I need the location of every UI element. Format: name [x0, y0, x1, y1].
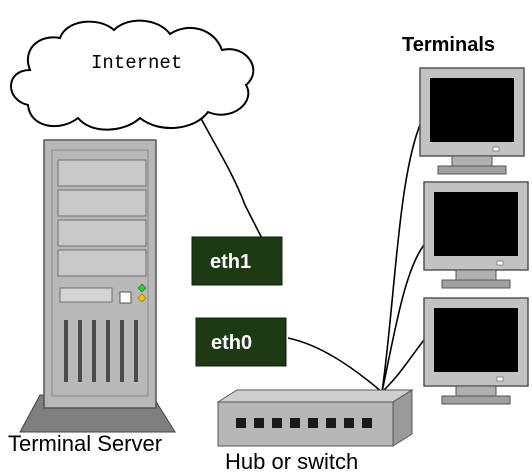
- hub-switch-label: Hub or switch: [225, 449, 359, 474]
- wire-hub-terminal-3: [381, 339, 425, 393]
- terminal-1: [419, 67, 525, 175]
- terminals-label: Terminals: [402, 34, 495, 56]
- hub-port-4: [290, 418, 300, 428]
- terminal-2-screen: [434, 192, 518, 256]
- internet-cloud: Internet: [10, 19, 255, 131]
- terminal-server: [19, 139, 176, 433]
- hub-port-8: [362, 418, 372, 428]
- hub-port-6: [326, 418, 336, 428]
- hub-top: [216, 389, 414, 403]
- terminal-2: [423, 181, 529, 289]
- terminal-3-screen: [434, 308, 518, 372]
- internet-label: Internet: [91, 52, 182, 74]
- hub-port-1: [236, 418, 246, 428]
- wire-eth0-hub: [287, 337, 383, 393]
- power-button: [119, 291, 132, 304]
- wire-internet-eth1: [191, 99, 269, 251]
- floppy-slot: [59, 287, 113, 303]
- eth1-label: eth1: [210, 251, 251, 273]
- terminal-1-screen: [430, 78, 514, 142]
- green-led: [137, 283, 147, 293]
- wire-hub-terminal-2: [381, 244, 425, 393]
- drive-bay-4: [57, 249, 147, 277]
- eth0-label: eth0: [211, 332, 252, 354]
- eth1-interface: eth1: [191, 236, 283, 286]
- hub-port-7: [344, 418, 354, 428]
- wire-hub-terminal-1: [381, 124, 421, 393]
- drive-bay-3: [57, 219, 147, 247]
- hub-port-2: [254, 418, 264, 428]
- eth0-interface: eth0: [195, 317, 287, 367]
- terminal-server-label: Terminal Server: [8, 431, 163, 456]
- drive-bay-2: [57, 189, 147, 217]
- hub-switch: [216, 389, 414, 447]
- terminal-3: [423, 297, 529, 405]
- drive-bay-1: [57, 159, 147, 187]
- hub-port-5: [308, 418, 318, 428]
- hub-port-3: [272, 418, 282, 428]
- yellow-led: [137, 293, 147, 303]
